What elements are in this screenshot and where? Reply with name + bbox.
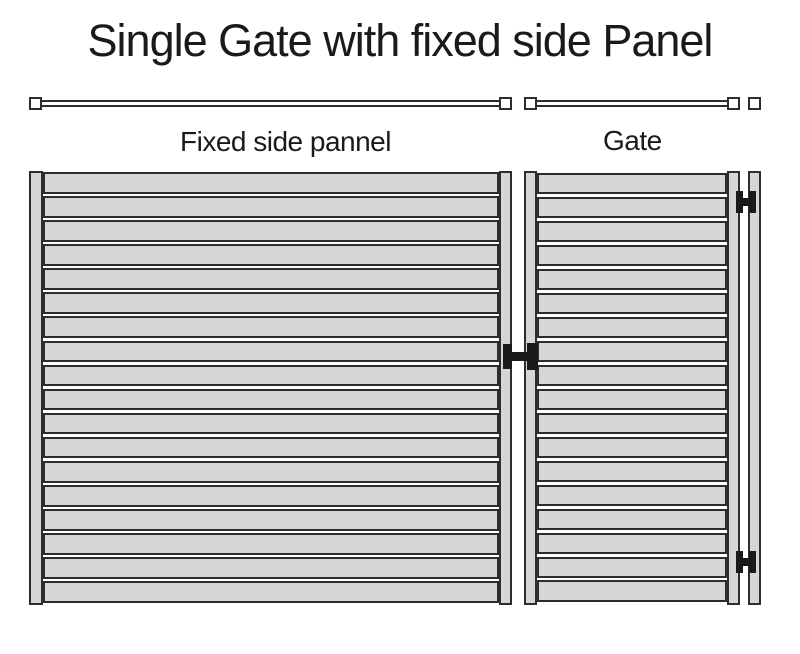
diagram-title: Single Gate with fixed side Panel xyxy=(87,15,714,66)
slat xyxy=(43,388,499,411)
slat xyxy=(537,292,727,315)
slat xyxy=(43,412,499,435)
slat xyxy=(537,460,727,483)
slat xyxy=(537,196,727,219)
slat xyxy=(537,244,727,267)
outer-post xyxy=(748,171,761,605)
slat xyxy=(43,340,499,363)
gate-left-post xyxy=(524,171,537,605)
slat xyxy=(537,484,727,507)
plan-outer-post-square xyxy=(748,97,761,110)
fixed-panel-slats xyxy=(43,172,499,603)
fixed-panel-label: Fixed side pannel xyxy=(180,126,391,157)
slat xyxy=(43,268,499,290)
slat xyxy=(537,508,727,531)
slat xyxy=(537,173,727,195)
slat xyxy=(43,485,499,507)
slat xyxy=(537,364,727,387)
plan-mid-left-post-square xyxy=(499,97,512,110)
gate-right-post xyxy=(727,171,740,605)
latch-connector xyxy=(503,352,538,361)
top-hinge xyxy=(736,191,756,213)
top-hinge-connector xyxy=(736,198,756,206)
slat xyxy=(43,509,499,531)
fixed-panel-right-post xyxy=(499,171,512,605)
slat xyxy=(537,340,727,363)
gate-slats xyxy=(537,173,727,602)
bottom-hinge-connector xyxy=(736,558,756,566)
slat xyxy=(43,557,499,579)
slat xyxy=(43,220,499,242)
plan-mid-right-post-square xyxy=(524,97,537,110)
slat xyxy=(43,316,499,339)
slat xyxy=(537,388,727,411)
slat xyxy=(43,581,499,603)
slat xyxy=(537,220,727,243)
latch xyxy=(503,343,538,370)
plan-fixed-panel-rail xyxy=(42,100,500,107)
slat xyxy=(43,460,499,483)
slat xyxy=(43,244,499,266)
slat xyxy=(43,292,499,314)
slat xyxy=(43,364,499,387)
bottom-hinge xyxy=(736,551,756,573)
slat xyxy=(43,533,499,555)
slat xyxy=(537,436,727,459)
plan-gate-post-square xyxy=(727,97,740,110)
fixed-panel-left-post xyxy=(29,171,43,605)
plan-left-post-square xyxy=(29,97,42,110)
slat xyxy=(537,580,727,602)
slat xyxy=(43,196,499,218)
slat xyxy=(537,532,727,554)
gate-label: Gate xyxy=(603,125,662,156)
slat xyxy=(537,316,727,339)
slat xyxy=(43,436,499,459)
slat xyxy=(537,412,727,435)
slat xyxy=(43,172,499,194)
slat xyxy=(537,268,727,291)
slat xyxy=(537,556,727,578)
plan-gate-rail xyxy=(537,100,728,107)
